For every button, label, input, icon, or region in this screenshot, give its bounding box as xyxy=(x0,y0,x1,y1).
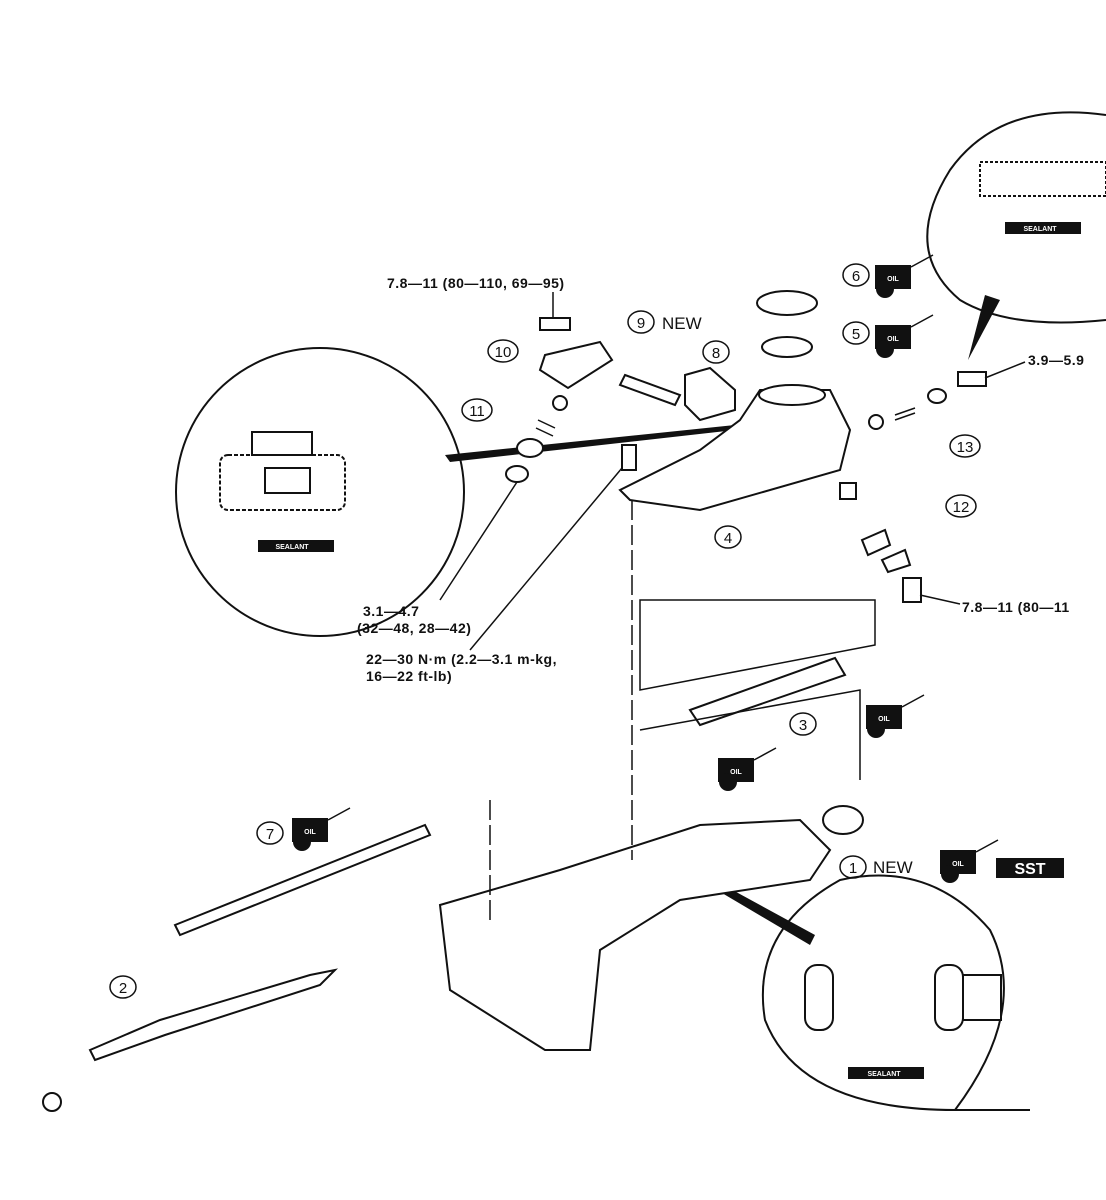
detail-pointer xyxy=(445,425,735,462)
new-label-9: NEW xyxy=(662,314,702,333)
pin-9 xyxy=(618,373,682,407)
shaft-detail xyxy=(962,974,1002,1021)
guide-lines xyxy=(639,599,876,780)
svg-text:12: 12 xyxy=(953,499,970,516)
svg-text:3: 3 xyxy=(799,717,807,734)
svg-text:OIL: OIL xyxy=(887,336,899,343)
oil-can-icon: OIL xyxy=(940,839,999,883)
gasket-5 xyxy=(761,336,813,358)
oil-can-icon: OIL xyxy=(292,807,351,851)
bolt xyxy=(539,317,571,331)
svg-text:1: 1 xyxy=(849,860,857,877)
torque-housing-line1: 22—30 N·m (2.2—3.1 m-kg, xyxy=(366,651,557,667)
sealant-tube-icon: SEALANT xyxy=(258,540,334,552)
callout-11: 11 xyxy=(461,398,493,422)
svg-text:8: 8 xyxy=(712,345,720,362)
torque-plug-line1: 3.1—4.7 xyxy=(363,603,419,619)
housing-opening xyxy=(758,384,826,406)
detail-circle-bottom-right xyxy=(761,874,1030,1111)
svg-text:OIL: OIL xyxy=(878,716,890,723)
rod-7 xyxy=(173,823,432,937)
torque-plug-line2: (32—48, 28—42) xyxy=(357,620,471,636)
detail-pointer xyxy=(968,295,1000,360)
callout-12: 12 xyxy=(945,494,977,518)
oil-can-icon: OIL xyxy=(866,694,925,738)
callout-2: 2 xyxy=(109,975,137,999)
svg-text:2: 2 xyxy=(119,980,127,997)
callout-5: 5 xyxy=(842,321,870,345)
seal-detail xyxy=(979,161,1106,197)
callout-8: 8 xyxy=(702,340,730,364)
svg-text:OIL: OIL xyxy=(730,769,742,776)
plug xyxy=(505,465,529,483)
parts-12 xyxy=(860,528,912,574)
ball-13 xyxy=(868,414,884,430)
svg-text:13: 13 xyxy=(957,439,974,456)
torque-right-bolt: 3.9—5.9 xyxy=(1028,352,1084,368)
svg-text:10: 10 xyxy=(495,344,512,361)
svg-text:SST: SST xyxy=(1014,861,1045,878)
svg-text:9: 9 xyxy=(637,315,645,332)
seal-detail-right xyxy=(934,964,964,1031)
svg-text:11: 11 xyxy=(469,403,485,420)
oil-can-icon: OIL xyxy=(718,747,777,791)
housing-bolt xyxy=(621,444,637,471)
cover-detail xyxy=(251,431,313,456)
seal-1 xyxy=(822,805,864,835)
sealant-tube-icon: SEALANT xyxy=(1005,222,1081,234)
bolt-12 xyxy=(902,577,922,603)
part-8 xyxy=(684,366,736,422)
leader-lines xyxy=(439,292,1026,651)
seal-detail-left xyxy=(804,964,834,1031)
washer-13 xyxy=(927,388,947,404)
svg-text:OIL: OIL xyxy=(304,829,316,836)
svg-text:5: 5 xyxy=(852,326,860,343)
plug-11 xyxy=(552,395,568,411)
shaft-3 xyxy=(688,656,847,727)
callout-1: 1 xyxy=(839,855,867,879)
cover-detail xyxy=(264,467,311,494)
callout-9: 9 xyxy=(627,310,655,334)
oil-can-icon: OIL xyxy=(875,254,934,298)
torque-cover-bolt: 7.8—11 (80—110, 69—95) xyxy=(387,275,565,291)
callout-3: 3 xyxy=(789,712,817,736)
svg-text:SEALANT: SEALANT xyxy=(275,544,309,551)
detail-circle-top-right xyxy=(926,111,1106,324)
svg-text:OIL: OIL xyxy=(952,861,964,868)
svg-text:SEALANT: SEALANT xyxy=(1023,226,1057,233)
svg-text:OIL: OIL xyxy=(887,276,899,283)
spring-11 xyxy=(535,419,556,437)
oil-can-icon: OIL xyxy=(875,314,934,358)
svg-text:SEALANT: SEALANT xyxy=(867,1071,901,1078)
svg-text:7: 7 xyxy=(266,826,274,843)
sst-badge: SST xyxy=(996,858,1064,878)
torque-lower-right-bolt: 7.8—11 (80—11 xyxy=(962,599,1070,615)
callout-6: 6 xyxy=(842,263,870,287)
torque-housing-line2: 16—22 ft-lb) xyxy=(366,668,452,684)
washer-11 xyxy=(516,438,544,458)
transmission-case xyxy=(438,818,832,1051)
callout-4: 4 xyxy=(714,525,742,549)
callout-13: 13 xyxy=(949,434,981,458)
spring-13 xyxy=(894,407,916,421)
bolt-2 xyxy=(42,1092,62,1112)
seal-6 xyxy=(756,290,818,316)
cover-10 xyxy=(538,340,614,390)
part-12 xyxy=(839,482,857,500)
svg-text:4: 4 xyxy=(724,530,732,547)
callout-7: 7 xyxy=(256,821,284,845)
callout-10: 10 xyxy=(487,339,519,363)
sealant-tube-icon: SEALANT xyxy=(848,1067,924,1079)
bracket-2 xyxy=(88,968,339,1062)
svg-text:6: 6 xyxy=(852,268,860,285)
new-label-1: NEW xyxy=(873,858,913,877)
bolt-13 xyxy=(957,371,987,387)
